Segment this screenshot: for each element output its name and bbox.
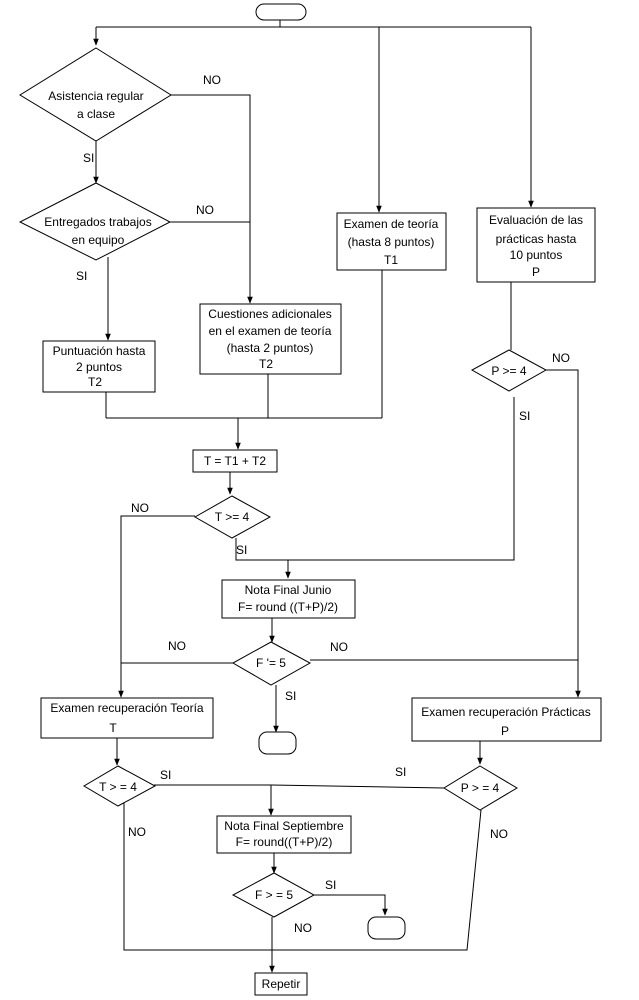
decision-p4-top: [470, 349, 548, 392]
repetir-label: Repetir: [262, 977, 301, 991]
edge-labels: NO SI NO SI NO SI NO SI NO NO SI SI SI N…: [76, 73, 570, 935]
cuestiones-line-1: Cuestiones adicionales: [208, 307, 331, 321]
edge-f5-bottom-si: [314, 894, 388, 916]
edge-p4-bottom-si: [270, 784, 445, 789]
edge-asistencia-no: [171, 94, 253, 304]
decision-asistencia: [19, 47, 172, 142]
cuestiones-line-4: T2: [259, 357, 273, 371]
decision-trabajos: [18, 182, 172, 261]
examen-teoria-line-1: Examen de teoría: [344, 217, 439, 231]
start-terminal: [255, 3, 307, 21]
box-repetir: [254, 972, 308, 996]
box-cuestiones: [199, 303, 342, 375]
eval-practicas-line-3: 10 puntos: [510, 248, 563, 262]
decision-f5-top: [231, 641, 312, 686]
nota-junio-line-1: Nota Final Junio: [245, 583, 332, 597]
puntuacion-line-3: T2: [88, 375, 102, 389]
suma-label: T = T1 + T2: [204, 454, 266, 468]
label-si-p4-top: SI: [519, 409, 530, 423]
label-si-p4-bottom: SI: [395, 765, 406, 779]
edge-t4-bottom-no: [123, 800, 272, 951]
edge-p4-si: [288, 397, 515, 561]
label-si-t4-bottom: SI: [160, 768, 171, 782]
edge-p4-bottom-no: [272, 809, 482, 951]
t4-top-label: T >= 4: [215, 510, 250, 524]
node-labels: Asistencia regular a clase Entregados tr…: [44, 89, 590, 991]
label-no-p4-bottom: NO: [490, 827, 508, 841]
box-nota-septiembre: [216, 815, 352, 854]
cuestiones-line-2: en el examen de teoría: [209, 324, 332, 338]
trabajos-line-2: en equipo: [72, 233, 125, 247]
asistencia-line-1: Asistencia regular: [48, 89, 143, 103]
decision-f5-bottom: [231, 872, 316, 918]
label-no-asistencia: NO: [203, 73, 221, 87]
asistencia-line-2: a clase: [77, 107, 115, 121]
p4-bottom-label: P > = 4: [461, 781, 500, 795]
label-no-t4-bottom: NO: [128, 825, 146, 839]
connectors: [93, 20, 581, 973]
decision-t4-bottom: [83, 765, 157, 807]
label-si-t4-top: SI: [236, 543, 247, 557]
label-no-t4-top: NO: [131, 501, 149, 515]
box-examen-teoria: [336, 212, 447, 271]
edge-t4-no: [118, 515, 195, 698]
label-si-trabajos: SI: [76, 269, 87, 283]
decision-t4-top: [193, 495, 272, 539]
nota-septiembre-line-1: Nota Final Septiembre: [224, 819, 344, 833]
box-suma: [192, 449, 278, 473]
edge-p4-no: [546, 369, 581, 698]
box-recup-teoria: [40, 697, 214, 739]
recup-practicas-line-1: Examen recuperación Prácticas: [421, 705, 590, 719]
label-si-f5-bottom: SI: [325, 878, 336, 892]
cuestiones-line-3: (hasta 2 puntos): [227, 341, 314, 355]
label-no-trabajos: NO: [196, 203, 214, 217]
eval-practicas-line-4: P: [532, 265, 540, 279]
recup-practicas-line-2: P: [501, 724, 509, 738]
trabajos-line-1: Entregados trabajos: [44, 215, 151, 229]
f5-bottom-label: F > = 5: [255, 888, 293, 902]
recup-teoria-line-1: Examen recuperación Teoría: [50, 701, 204, 715]
examen-teoria-line-2: (hasta 8 puntos): [348, 235, 435, 249]
decision-p4-bottom: [443, 765, 518, 811]
box-eval-practicas: [476, 207, 596, 283]
label-si-asistencia: SI: [83, 151, 94, 165]
puntuacion-line-2: 2 puntos: [76, 360, 122, 374]
label-no-f5-left: NO: [168, 639, 186, 653]
eval-practicas-line-1: Evaluación de las: [489, 213, 583, 227]
t4-bottom-label: T > = 4: [99, 780, 137, 794]
eval-practicas-line-2: prácticas hasta: [496, 232, 577, 246]
label-si-f5-top: SI: [285, 689, 296, 703]
end-terminal-junio: [258, 731, 297, 755]
nota-septiembre-line-2: F= round((T+P)/2): [236, 835, 333, 849]
puntuacion-line-1: Puntuación hasta: [53, 344, 146, 358]
label-no-p4-top: NO: [552, 351, 570, 365]
end-terminal-septiembre: [367, 916, 406, 940]
f5-top-label: F '= 5: [256, 656, 286, 670]
examen-teoria-line-3: T1: [384, 253, 398, 267]
box-nota-junio: [221, 579, 356, 619]
recup-teoria-line-2: T: [109, 721, 117, 735]
p4-top-label: P >= 4: [491, 364, 526, 378]
label-no-f5-bottom: NO: [294, 921, 312, 935]
box-puntuacion: [42, 340, 156, 393]
label-no-f5-right: NO: [330, 640, 348, 654]
edge-t4-si: [235, 538, 291, 579]
nota-junio-line-2: F= round ((T+P)/2): [238, 600, 338, 614]
box-recup-practicas: [411, 697, 602, 742]
